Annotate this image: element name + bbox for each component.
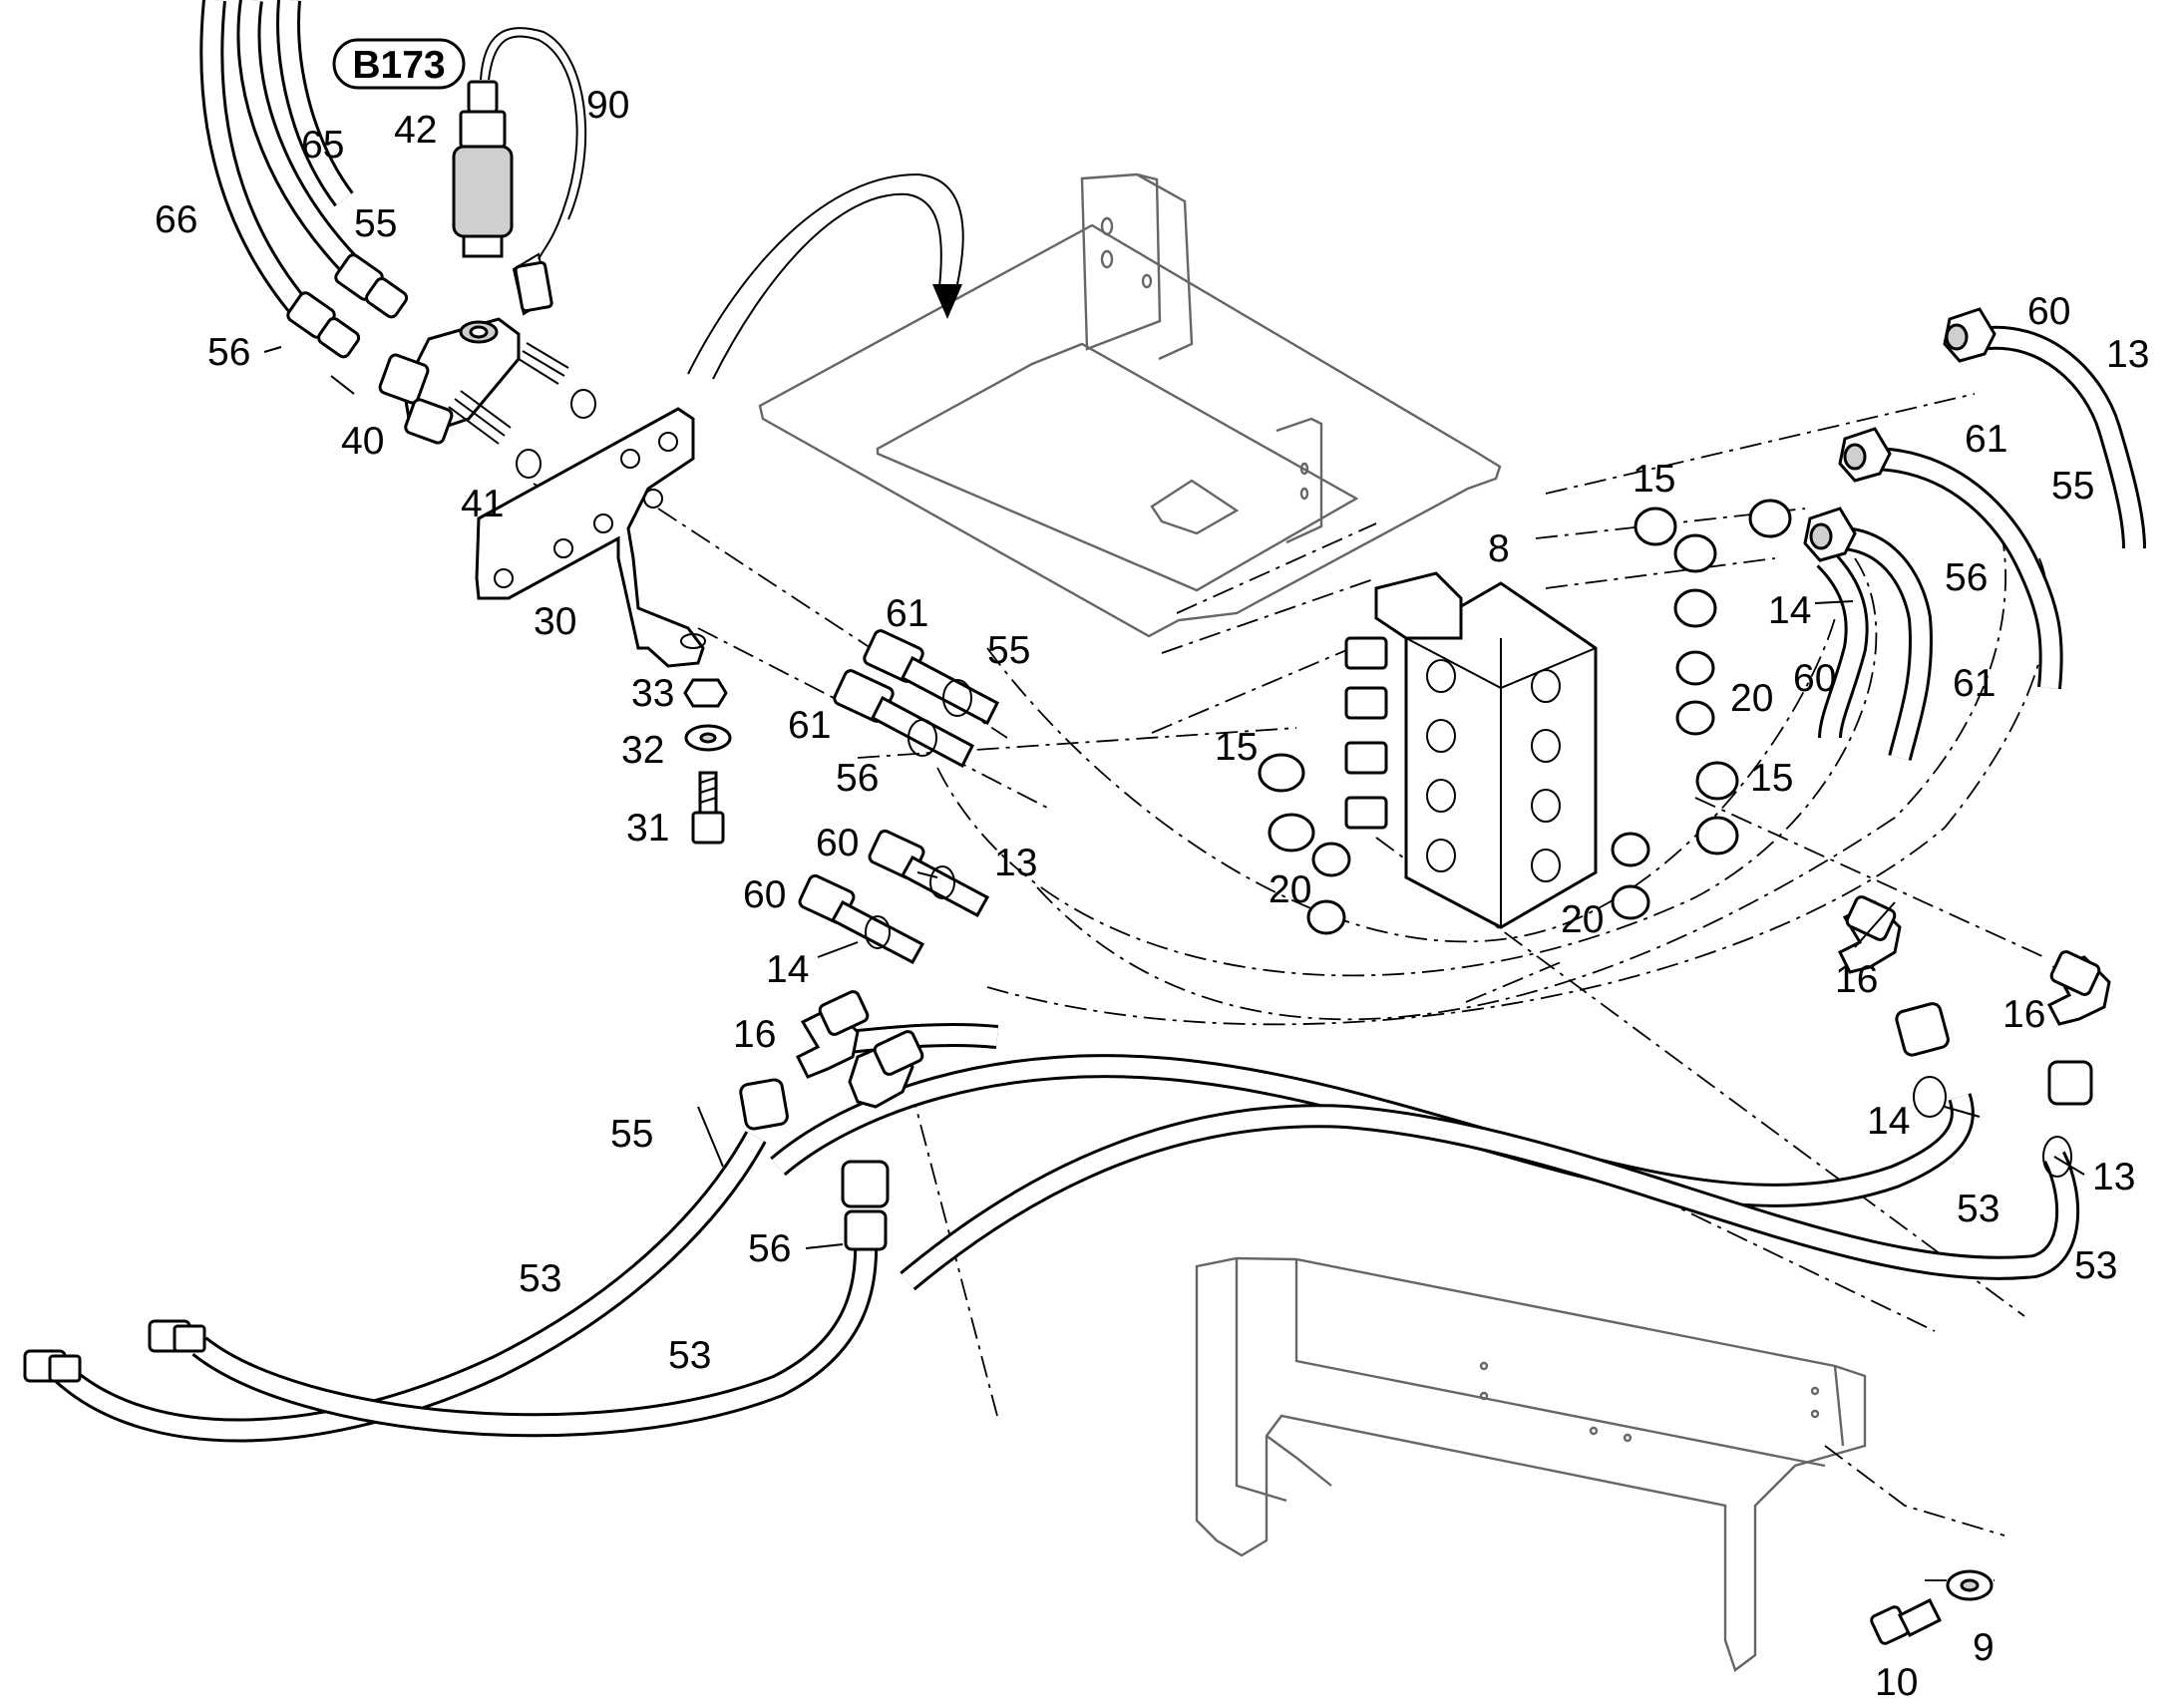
callout-14a: 14 <box>766 948 809 991</box>
b173-badge: B173 <box>332 38 466 90</box>
callout-42: 42 <box>394 109 437 152</box>
lower-bracket-frame <box>1195 1256 1867 1672</box>
callout-53a: 53 <box>519 1257 561 1300</box>
callout-65: 65 <box>301 124 344 167</box>
fittings-60-61-right-top <box>1803 307 1997 562</box>
callout-32: 32 <box>621 729 664 772</box>
callout-61a: 61 <box>886 592 928 635</box>
callout-55d: 55 <box>2051 465 2094 508</box>
callout-31: 31 <box>626 807 669 850</box>
bracket-30 <box>475 407 706 668</box>
callout-55c: 55 <box>610 1113 653 1156</box>
callout-66: 66 <box>155 198 197 241</box>
callout-14c: 14 <box>1867 1100 1910 1143</box>
bolt-stack-31-33 <box>683 678 732 845</box>
valve-block-8 <box>1344 571 1598 929</box>
callout-56b: 56 <box>836 757 879 800</box>
hose-53-left-long <box>51 1131 879 1443</box>
callout-13b: 13 <box>2106 333 2149 376</box>
callout-40: 40 <box>341 420 384 463</box>
adapter-55-56-top <box>286 253 409 359</box>
hoses-right-upper <box>1816 325 2146 761</box>
callout-20b: 20 <box>1269 868 1311 911</box>
callout-60b: 60 <box>743 873 786 916</box>
callout-41: 41 <box>461 483 504 525</box>
callout-61d: 61 <box>1953 662 1996 705</box>
callout-30: 30 <box>534 600 576 643</box>
callout-60a: 60 <box>816 822 859 864</box>
callout-15c: 15 <box>1750 757 1793 800</box>
hose-53-middle-sweep <box>770 1022 2080 1291</box>
callout-56a: 56 <box>207 331 250 374</box>
callout-13a: 13 <box>994 842 1037 884</box>
callout-60c: 60 <box>2027 290 2070 333</box>
callout-61b: 61 <box>788 704 831 747</box>
callout-90: 90 <box>586 84 629 127</box>
fittings-60-13-14 <box>798 829 990 965</box>
callout-61c: 61 <box>1965 418 2007 461</box>
return-line-curves <box>936 503 2049 1026</box>
rotation-arrow <box>687 172 964 380</box>
elbow-fittings-16-left <box>739 990 924 1251</box>
pressure-switch-b173 <box>452 27 587 316</box>
alignment-lines <box>478 144 2045 1581</box>
leader-lines <box>263 346 2085 1249</box>
hose-group-top-left <box>199 0 358 328</box>
callout-55b: 55 <box>987 629 1030 672</box>
mounting-plate-frame <box>758 172 1502 638</box>
callout-16c: 16 <box>2002 993 2045 1036</box>
screw-10-washer-9 <box>1870 1569 1994 1645</box>
callout-20a: 20 <box>1730 677 1773 720</box>
callout-53b: 53 <box>668 1334 711 1377</box>
callout-8: 8 <box>1488 527 1510 570</box>
callout-14b: 14 <box>1768 589 1811 632</box>
callout-9: 9 <box>1973 1626 1995 1669</box>
callout-15b: 15 <box>1215 726 1258 769</box>
hose-end-fittings-left <box>23 1319 206 1383</box>
callout-56c: 56 <box>748 1227 791 1270</box>
callout-16a: 16 <box>733 1013 776 1056</box>
callout-13c: 13 <box>2092 1156 2135 1198</box>
callout-10: 10 <box>1875 1661 1918 1704</box>
callout-20c: 20 <box>1561 898 1604 941</box>
callout-60d: 60 <box>1793 657 1836 700</box>
fittings-61-55-56 <box>833 629 999 769</box>
callout-53c: 53 <box>1957 1188 1999 1230</box>
callout-53d: 53 <box>2074 1244 2117 1287</box>
callout-15a: 15 <box>1633 458 1675 501</box>
callout-labels: 90 42 65 66 55 56 40 41 30 33 32 31 61 6… <box>155 84 2149 1704</box>
callout-56d: 56 <box>1945 556 1988 599</box>
valve-block-fittings <box>1258 499 1792 935</box>
callout-55a: 55 <box>354 202 397 245</box>
callout-16b: 16 <box>1835 958 1878 1001</box>
elbow-fittings-16-right <box>1837 895 2111 1178</box>
t-adapter-block <box>378 317 596 479</box>
callout-33: 33 <box>631 672 674 715</box>
badge-label: B173 <box>352 44 445 87</box>
